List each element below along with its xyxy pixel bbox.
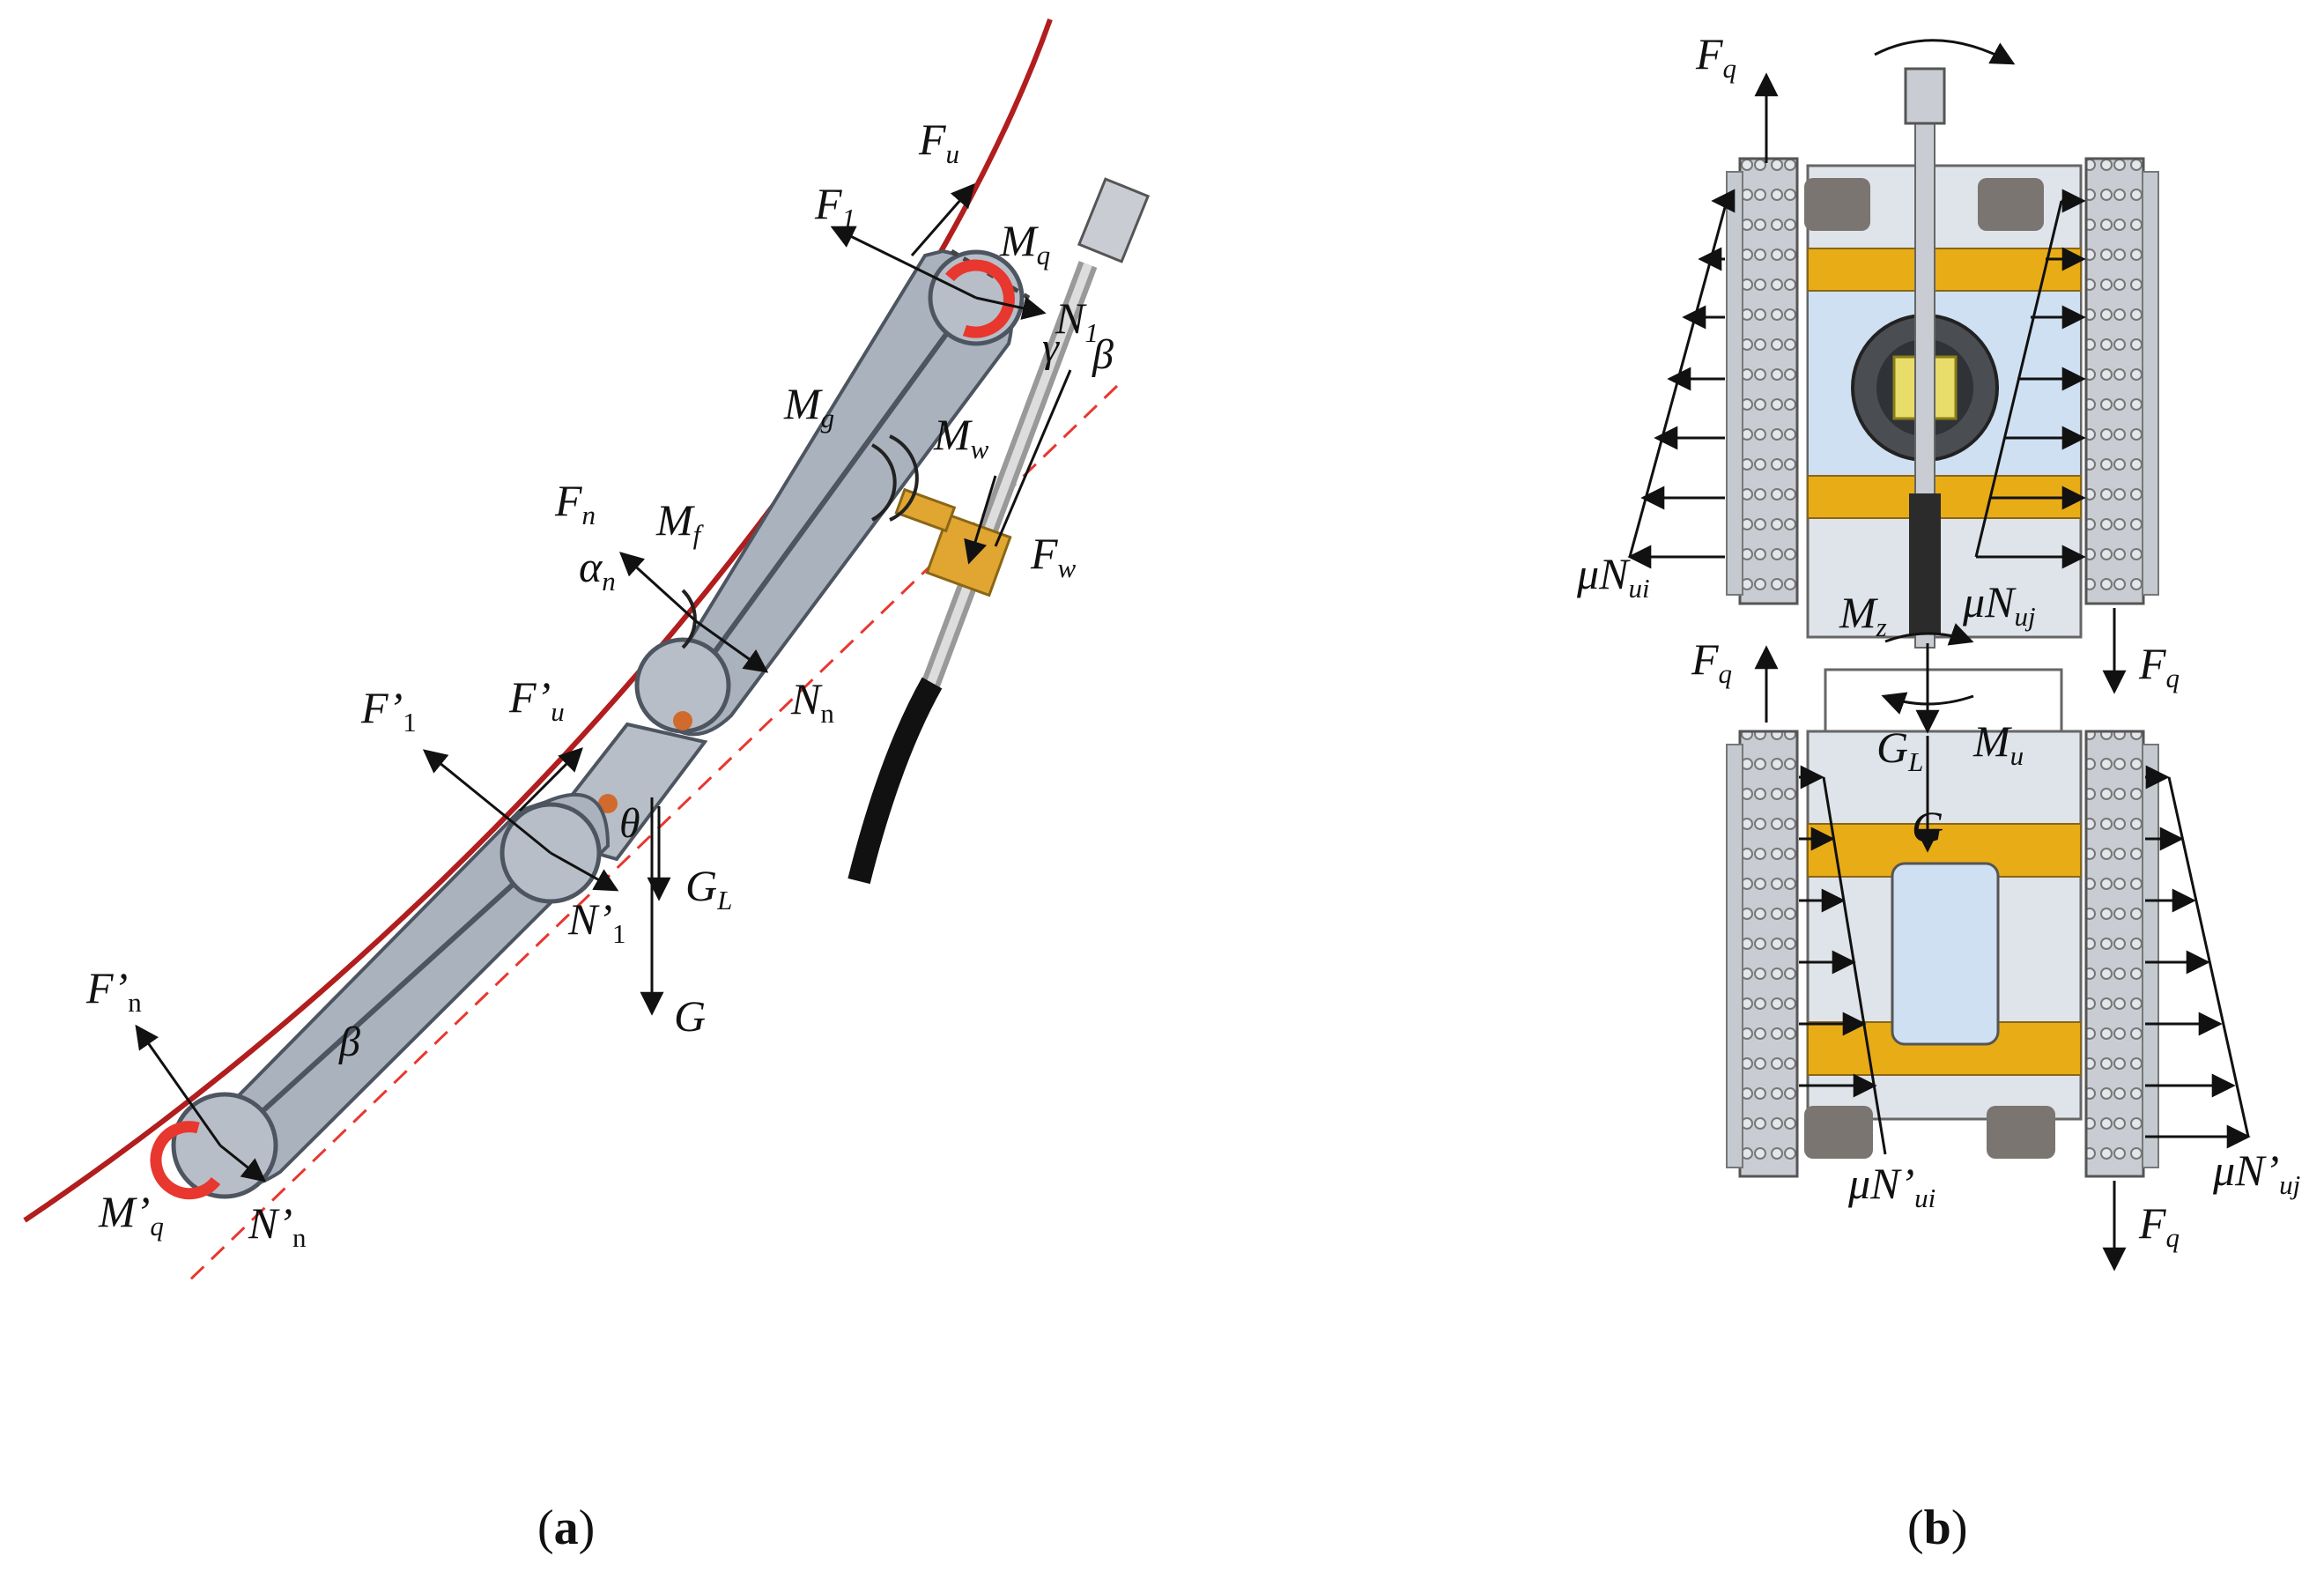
label-n1: N1 <box>1055 293 1099 348</box>
label-alpha-n: αn <box>579 542 616 597</box>
label-fq-mr: Fq <box>2138 639 2180 693</box>
label-g-b: G <box>1912 802 1943 851</box>
bottom-module <box>1804 730 2083 1159</box>
moment-mqp-arc <box>150 1121 221 1200</box>
track-top-right <box>2084 157 2145 605</box>
label-mf: Mf <box>655 495 705 550</box>
arrow-fu <box>910 182 975 256</box>
rotation-arc-top <box>1874 39 2016 65</box>
arrow-f1p <box>422 749 551 855</box>
panel-a: F1 Fu Mq N1 γ β Mg Mw Fn Mf αn Fw Nn F’1… <box>23 18 1151 1555</box>
label-mu-nui: μNui <box>1576 549 1650 604</box>
label-gamma: γ <box>1042 324 1060 371</box>
label-mw: Mw <box>933 410 989 464</box>
label-fn: Fn <box>554 476 596 530</box>
side-plate-tr <box>2142 171 2159 596</box>
label-gl-b: GL <box>1876 723 1923 777</box>
top-module <box>1804 67 2083 649</box>
upper-track-module <box>634 248 1031 737</box>
arrow-n1 <box>975 296 1047 320</box>
caption-b: (b) <box>1907 1501 1967 1555</box>
label-mg: Mg <box>783 379 834 434</box>
label-beta-top: β <box>1092 331 1114 378</box>
panel-b: Fq μNui Mz μNuj Fq Fq GL Mu G μN’ui μN’u… <box>1576 29 2300 1555</box>
label-fup: F’u <box>508 672 565 727</box>
caption-a: (a) <box>537 1501 595 1555</box>
arrow-n1p <box>550 851 619 892</box>
moment-mq-arc <box>944 259 1015 338</box>
arrow-nn <box>695 619 769 673</box>
label-fq-ml: Fq <box>1691 634 1732 689</box>
track-top-left <box>1738 157 1799 605</box>
label-nn: Nn <box>790 674 834 729</box>
label-fnp: F’n <box>85 963 142 1018</box>
label-n1p: N’1 <box>567 894 626 949</box>
label-mz: Mz <box>1839 588 1887 642</box>
label-beta-low: β <box>338 1019 360 1065</box>
push-rod <box>847 177 1151 885</box>
label-mu-npui: μN’ui <box>1847 1159 1935 1213</box>
label-mu-nuj: μNuj <box>1962 577 2036 632</box>
label-g: G <box>674 991 706 1041</box>
envelope-mu-npuj <box>2167 776 2250 1138</box>
arrow-f1 <box>830 226 977 300</box>
label-fq-br: Fq <box>2138 1198 2180 1253</box>
label-fw: Fw <box>1030 529 1077 583</box>
moment-mg-arc <box>871 443 897 522</box>
label-mu-npuj: μN’uj <box>2212 1145 2300 1200</box>
side-plate-bl <box>1726 744 1743 1168</box>
label-f1: F1 <box>814 179 855 234</box>
reference-dashed-line <box>183 384 1119 1286</box>
arrow-fn <box>618 552 698 623</box>
label-theta: θ <box>619 800 640 847</box>
arrow-nnp <box>219 1144 267 1182</box>
label-f1p: F’1 <box>360 683 417 738</box>
track-bottom-left <box>1738 730 1799 1178</box>
side-plate-tl <box>1726 171 1743 596</box>
label-fu: Fu <box>918 115 959 169</box>
moment-mu-arc <box>1881 692 1974 715</box>
pipe-wall-curve <box>23 18 1053 1223</box>
side-plate-br <box>2142 744 2159 1168</box>
arrow-fw <box>964 475 997 565</box>
track-bottom-right <box>2084 730 2145 1178</box>
lower-track-module <box>171 792 611 1199</box>
arrow-fup <box>518 747 583 812</box>
moment-mz-arc <box>1884 623 1974 646</box>
label-fq-tl: Fq <box>1695 29 1736 84</box>
moment-mw-arc <box>889 434 919 522</box>
gamma-line <box>994 369 1072 547</box>
label-mu: Mu <box>1972 716 2024 771</box>
label-mq: Mq <box>999 216 1050 271</box>
label-nnp: N’n <box>248 1198 307 1253</box>
label-gl: GL <box>685 861 732 916</box>
arrow-fnp <box>135 1024 222 1146</box>
label-mqp: M’q <box>98 1187 164 1242</box>
